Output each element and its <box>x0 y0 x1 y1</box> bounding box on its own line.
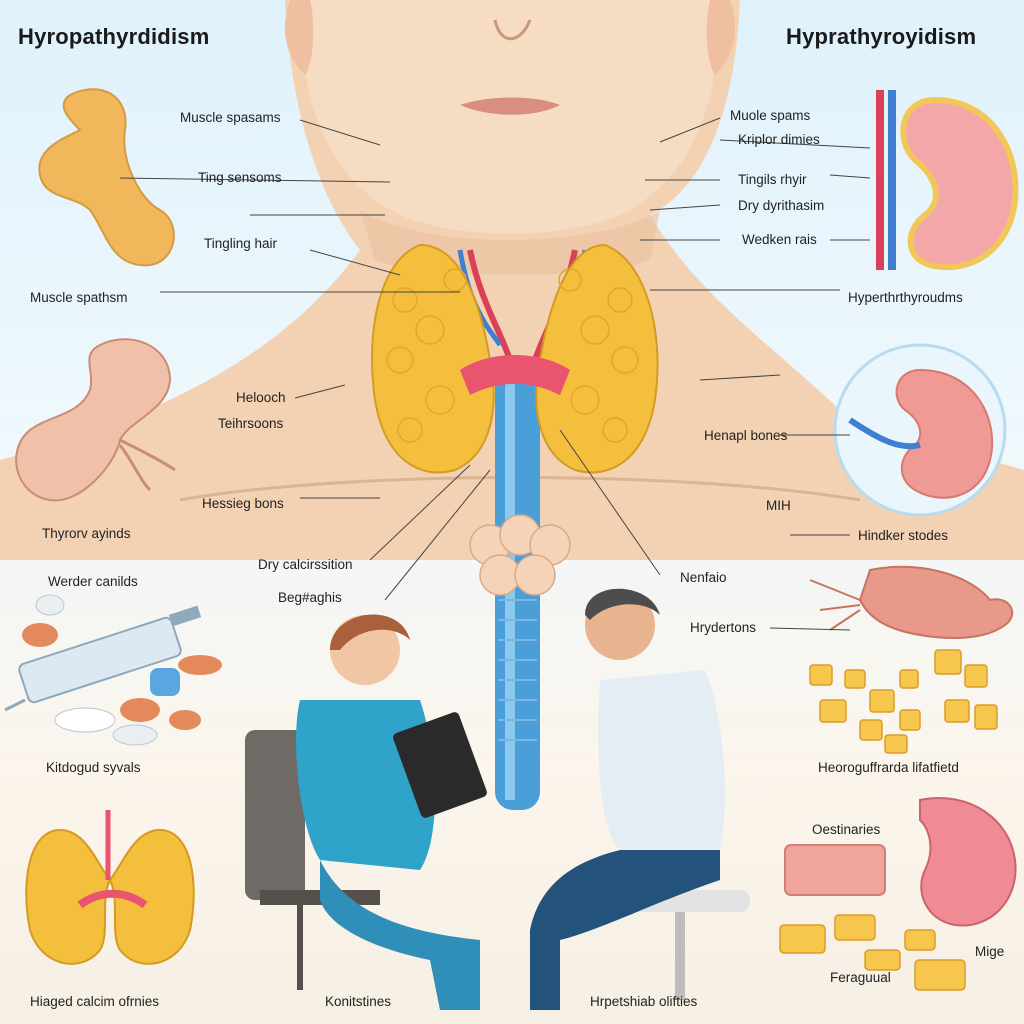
label-dry-dyrithasim: Dry dyrithasim <box>738 198 825 213</box>
label-tingling-hair: Tingling hair <box>204 236 278 251</box>
label-muscle-spasams: Muscle spasams <box>180 110 281 125</box>
calcium-crystals <box>809 649 998 754</box>
title-right: Hyprathyroyidism <box>786 24 977 49</box>
parathyroid-cluster <box>469 514 571 596</box>
kidney-top <box>900 96 1019 271</box>
nurse-figure <box>245 614 487 1010</box>
mouth <box>460 97 560 115</box>
neck-silhouette <box>0 0 1024 560</box>
label-konitstines: Konitstines <box>325 994 392 1009</box>
bone-yellow <box>38 88 175 267</box>
label-hindker-stodes: Hindker stodes <box>858 528 949 543</box>
face <box>300 0 720 234</box>
thyroid-left-lobe <box>371 243 495 474</box>
label-tingils-rhyir: Tingils rhyir <box>738 172 807 187</box>
ear-right <box>706 0 735 75</box>
bone-roots <box>118 438 176 492</box>
pills <box>22 594 222 746</box>
label-teihrsoons: Teihrsoons <box>218 416 284 431</box>
patient-figure <box>530 588 750 1010</box>
trachea-rings <box>498 599 537 741</box>
label-heorogu: Heoroguffrarda lifatfietd <box>818 760 959 775</box>
vessel-red-left <box>467 249 513 361</box>
label-muscle-spathsm: Muscle spathsm <box>30 290 128 305</box>
label-oestinaries: Oestinaries <box>812 822 881 837</box>
thyroid-small-left <box>25 828 112 965</box>
label-hrpetshiab: Hrpetshiab olifties <box>590 994 698 1009</box>
thyroid-isthmus <box>460 355 570 395</box>
thyroid-texture <box>386 268 639 443</box>
organ-bottom-right <box>919 797 1017 927</box>
nerve-fibers <box>809 579 861 631</box>
label-kitdogud-syvals: Kitdogud syvals <box>46 760 141 775</box>
label-wedken-rais: Wedken rais <box>742 232 817 247</box>
label-hiaged-calcim: Hiaged calcim ofrnies <box>30 994 160 1009</box>
label-kriplor-dimies: Kriplor dimies <box>738 132 820 147</box>
label-hessieg-bons: Hessieg bons <box>202 496 284 511</box>
thyroid-small-right <box>108 828 195 965</box>
bone-pink <box>15 338 172 502</box>
label-hrydertons: Hrydertons <box>690 620 757 635</box>
tissue-block <box>784 844 886 896</box>
leader-lines <box>119 117 871 631</box>
label-muole-spams: Muole spams <box>730 108 811 123</box>
kidney-mid-vessel <box>848 417 921 450</box>
label-werder-canilds: Werder canilds <box>48 574 138 589</box>
syringe <box>4 605 202 712</box>
title-left: Hyropathyrdidism <box>18 24 210 49</box>
label-nenfaio: Nenfaio <box>680 570 727 585</box>
label-ting-sensoms: Ting sensoms <box>198 170 282 185</box>
tissue-piece <box>858 565 1014 639</box>
label-thyrorv-ayinds: Thyrorv ayinds <box>42 526 131 541</box>
ear-left <box>285 0 314 75</box>
yellow-slabs <box>779 914 966 991</box>
label-mige: Mige <box>975 944 1005 959</box>
label-hyperthyrouds: Hyperthrthyroudms <box>848 290 963 305</box>
thyroid-right-lobe <box>535 243 659 474</box>
label-helooch: Helooch <box>236 390 286 405</box>
label-dry-calcirssition: Dry calcirssition <box>258 557 353 572</box>
nose <box>493 19 532 41</box>
kidney-mid <box>895 368 994 499</box>
label-feraguual: Feraguual <box>830 970 891 985</box>
label-henapl-bones: Henapl bones <box>704 428 788 443</box>
thyroid-small-isthmus <box>77 889 148 909</box>
label-beg-aghis: Beg#aghis <box>278 590 342 605</box>
label-mih: MIH <box>766 498 791 513</box>
